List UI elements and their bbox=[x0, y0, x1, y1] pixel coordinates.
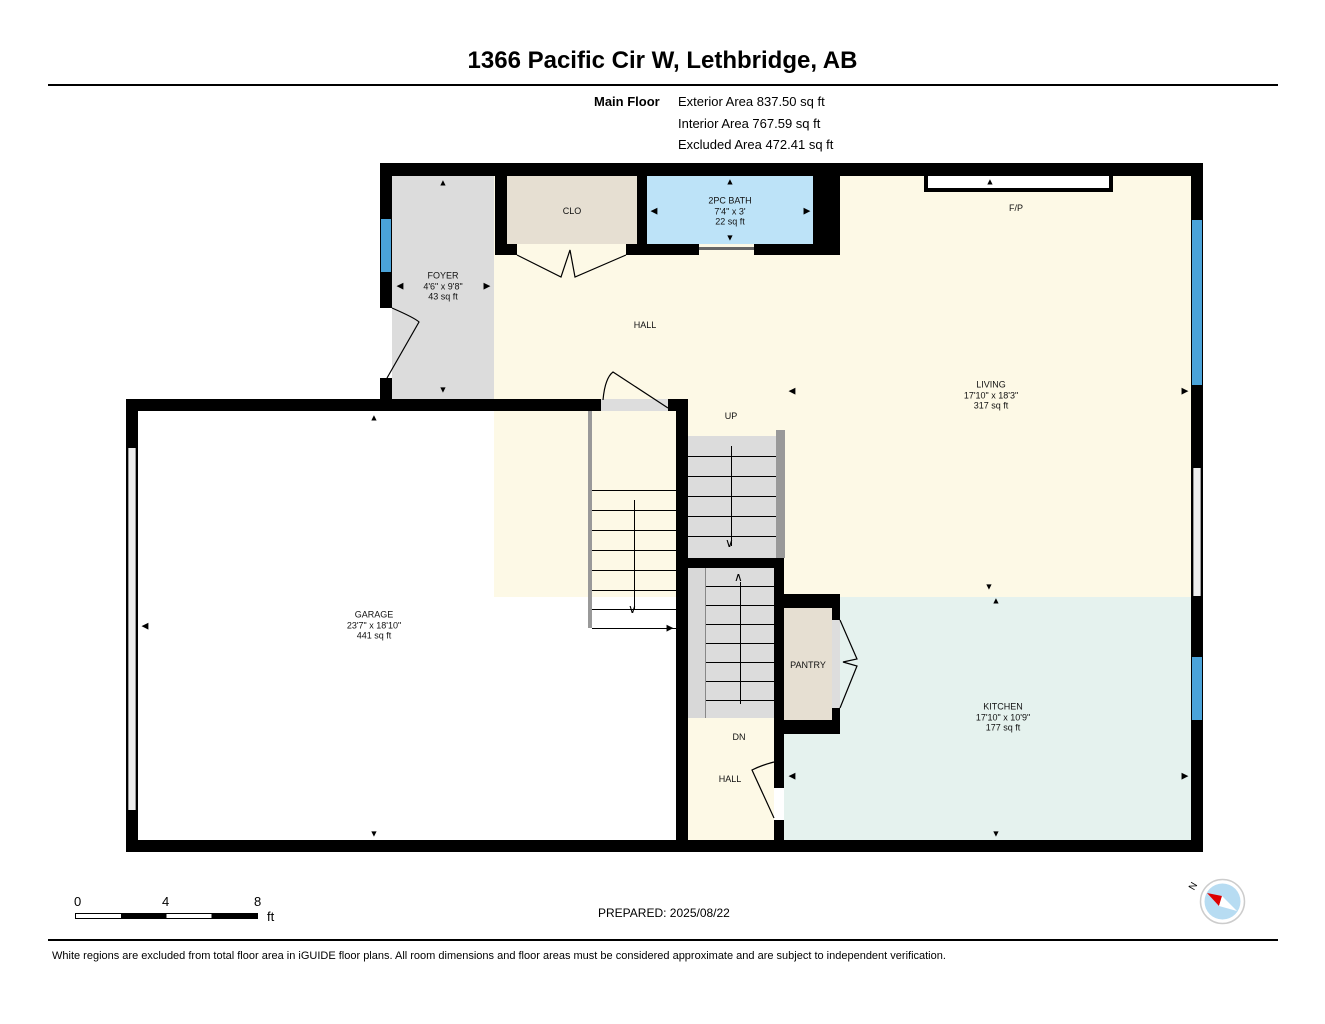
wall bbox=[813, 163, 840, 255]
dimension-arrow-icon: ◀ bbox=[396, 280, 404, 291]
garage-stair: ∨ bbox=[592, 490, 676, 629]
scale-label-8: 8 bbox=[254, 894, 262, 909]
compass-icon bbox=[1199, 878, 1246, 925]
prepared-date: PREPARED: 2025/08/22 bbox=[598, 906, 730, 920]
kitchen bbox=[784, 597, 1191, 840]
wall bbox=[380, 163, 1203, 176]
wall bbox=[676, 399, 688, 852]
dimension-arrow-icon: ◀ bbox=[788, 385, 796, 396]
fireplace-label: F/P bbox=[1008, 202, 1024, 213]
dimension-arrow-icon: ▼ bbox=[725, 232, 735, 243]
closet-label: CLO bbox=[562, 205, 582, 216]
dimension-arrow-icon: ▲ bbox=[369, 412, 379, 423]
entry-door-opening bbox=[601, 399, 668, 411]
pantry-label: PANTRY bbox=[790, 659, 826, 670]
hall-living-area bbox=[494, 176, 1191, 597]
lower-hall bbox=[686, 718, 774, 840]
window bbox=[1192, 657, 1202, 720]
footer-disclaimer: White regions are excluded from total fl… bbox=[52, 950, 946, 962]
dimension-arrow-icon: ▲ bbox=[438, 177, 448, 188]
excluded-area: Excluded Area 472.41 sq ft bbox=[678, 137, 834, 152]
patio-door bbox=[1193, 468, 1201, 596]
dimension-arrow-icon: ◀ bbox=[788, 770, 796, 781]
dimension-arrow-icon: ▼ bbox=[438, 384, 448, 395]
floor-name: Main Floor bbox=[594, 94, 660, 109]
wall bbox=[774, 558, 784, 788]
up-label: UP bbox=[724, 410, 738, 421]
wall bbox=[126, 399, 601, 411]
pantry bbox=[784, 608, 833, 720]
scale-label-0: 0 bbox=[74, 894, 82, 909]
bathroom bbox=[647, 176, 813, 244]
wall bbox=[784, 720, 840, 734]
dimension-arrow-icon: ▲ bbox=[725, 176, 735, 187]
wall bbox=[784, 594, 840, 608]
stair-down: ∧ bbox=[686, 568, 774, 718]
scale-label-4: 4 bbox=[162, 894, 170, 909]
dimension-arrow-icon: ▶ bbox=[483, 280, 491, 291]
bath-door bbox=[699, 247, 754, 250]
dimension-arrow-icon: ▼ bbox=[984, 581, 994, 592]
wall bbox=[832, 708, 840, 734]
wall bbox=[495, 176, 507, 255]
wall bbox=[647, 244, 699, 255]
hall-living-area bbox=[686, 411, 784, 430]
wall bbox=[126, 840, 1203, 852]
hall-label: HALL bbox=[633, 319, 657, 330]
wall bbox=[380, 378, 392, 411]
dimension-arrow-icon: ▶ bbox=[1181, 385, 1189, 396]
garage-stair-rail bbox=[588, 411, 592, 628]
interior-area: Interior Area 767.59 sq ft bbox=[678, 116, 821, 131]
scale-unit: ft bbox=[267, 909, 275, 924]
dimension-arrow-icon: ▲ bbox=[991, 595, 1001, 606]
footer-divider bbox=[48, 939, 1278, 941]
foyer bbox=[392, 176, 494, 399]
pantry-door-area bbox=[832, 620, 840, 708]
window bbox=[1192, 220, 1202, 385]
dimension-arrow-icon: ▶ bbox=[803, 205, 811, 216]
dimension-arrow-icon: ▼ bbox=[991, 828, 1001, 839]
wall bbox=[676, 558, 784, 568]
window bbox=[381, 219, 391, 272]
exterior-area: Exterior Area 837.50 sq ft bbox=[678, 94, 825, 109]
closet bbox=[507, 176, 637, 244]
dn-label: DN bbox=[732, 731, 746, 742]
header-divider bbox=[48, 84, 1278, 86]
stair-up: ∨ bbox=[688, 436, 776, 558]
garage-door bbox=[128, 448, 136, 810]
wall bbox=[754, 244, 840, 255]
wall bbox=[637, 176, 647, 255]
wall bbox=[495, 244, 517, 255]
dimension-arrow-icon: ▲ bbox=[985, 176, 995, 187]
wall bbox=[774, 820, 784, 852]
dimension-arrow-icon: ◀ bbox=[141, 620, 149, 631]
wall bbox=[832, 594, 840, 620]
fireplace bbox=[924, 176, 1113, 192]
stair-rail bbox=[776, 430, 785, 558]
scale-bar bbox=[75, 913, 258, 919]
dimension-arrow-icon: ▼ bbox=[369, 828, 379, 839]
dimension-arrow-icon: ▶ bbox=[666, 622, 674, 633]
dimension-arrow-icon: ▶ bbox=[1181, 770, 1189, 781]
dimension-arrow-icon: ◀ bbox=[650, 205, 658, 216]
page-title: 1366 Pacific Cir W, Lethbridge, AB bbox=[467, 47, 858, 74]
lower-hall-label: HALL bbox=[718, 773, 742, 784]
